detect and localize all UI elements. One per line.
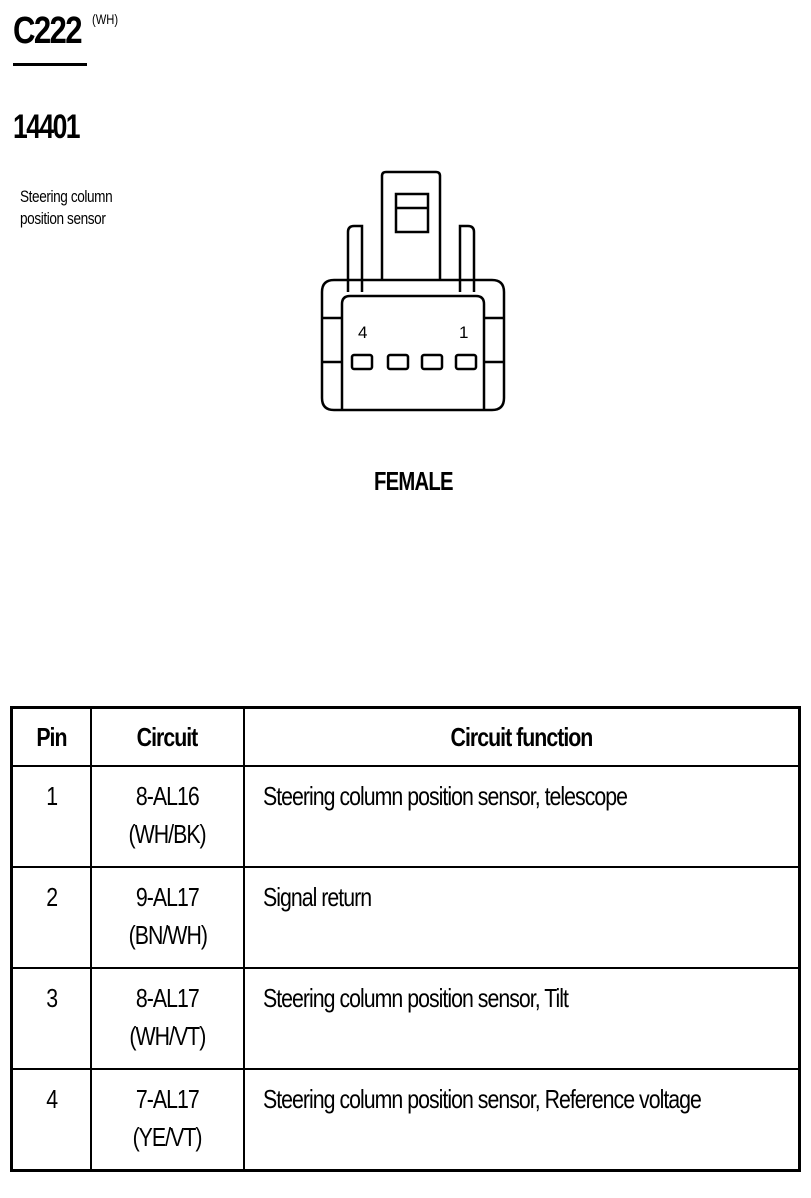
connector-color-code: (WH): [92, 11, 119, 27]
cell-pin: 4: [10, 1068, 92, 1171]
title-underline: [13, 63, 87, 66]
cell-wire-color: (BN/WH): [128, 920, 207, 950]
connector-housing: [320, 278, 506, 412]
cell-circuit: 8-AL17(WH/VT): [89, 967, 245, 1070]
cell-pin: 2: [10, 866, 92, 969]
table-row: 3 8-AL17(WH/VT) Steering column position…: [10, 967, 801, 1070]
table-row: 2 9-AL17(BN/WH) Signal return: [10, 866, 801, 969]
cell-function: Steering column position sensor, Referen…: [242, 1068, 801, 1171]
table-row: 1 8-AL16(WH/BK) Steering column position…: [10, 765, 801, 868]
component-name: Steering column position sensor: [20, 187, 113, 228]
terminal-1: [454, 353, 478, 371]
cell-function: Steering column position sensor, telesco…: [242, 765, 801, 868]
connector-face-diagram: 4 1: [320, 170, 506, 412]
cell-function: Signal return: [242, 866, 801, 969]
cell-wire-color: (WH/VT): [129, 1021, 206, 1051]
header-function: Circuit function: [242, 706, 801, 767]
cell-function: Steering column position sensor, Tilt: [242, 967, 801, 1070]
header-circuit: Circuit: [89, 706, 245, 767]
latch-window: [394, 192, 430, 234]
cell-pin: 1: [10, 765, 92, 868]
cell-circuit: 8-AL16(WH/BK): [89, 765, 245, 868]
cell-wire-color: (WH/BK): [128, 819, 207, 849]
connector-gender: FEMALE: [374, 466, 453, 496]
connector-latch: [380, 170, 442, 280]
pinout-table: Pin Circuit Circuit function 1 8-AL16(WH…: [10, 706, 801, 1172]
cell-circuit: 9-AL17(BN/WH): [89, 866, 245, 969]
cell-wire-color: (YE/VT): [132, 1122, 203, 1152]
table-header-row: Pin Circuit Circuit function: [10, 706, 801, 767]
cell-pin: 3: [10, 967, 92, 1070]
header-pin: Pin: [10, 706, 92, 767]
terminal-2: [420, 353, 444, 371]
right-lock-tab: [458, 224, 476, 292]
part-number: 14401: [13, 108, 80, 146]
pin-label-left: 4: [358, 323, 367, 342]
pin-label-right: 1: [459, 323, 468, 342]
left-lock-tab: [346, 224, 364, 292]
cell-circuit: 7-AL17(YE/VT): [89, 1068, 245, 1171]
table-row: 4 7-AL17(YE/VT) Steering column position…: [10, 1068, 801, 1171]
connector-inner-face: [340, 294, 486, 410]
connector-id: C222: [13, 10, 83, 52]
terminal-4: [350, 353, 374, 371]
terminal-3: [386, 353, 410, 371]
